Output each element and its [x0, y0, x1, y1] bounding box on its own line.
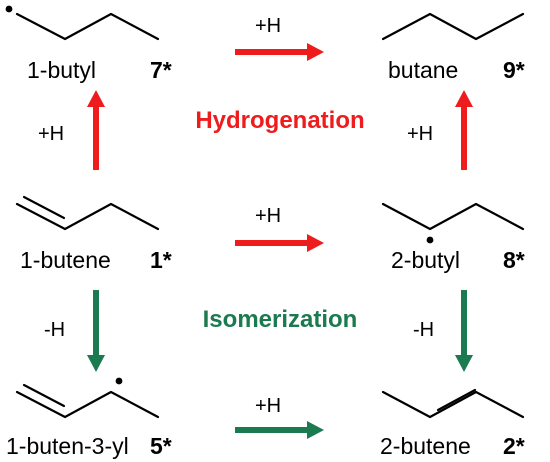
arrow-2-butyl-down-to-2-butene [455, 290, 473, 372]
arrow-1-buten-3-yl-to-2-butene [235, 421, 324, 439]
arrow-2-butyl-up-to-butane [455, 90, 473, 170]
double-bond-2-butene [436, 388, 477, 412]
reaction-label-right-up: +H [407, 123, 433, 145]
molecule-2-butyl [381, 202, 525, 244]
arrow-head [455, 355, 473, 372]
reaction-label-left-down: -H [44, 319, 65, 341]
molecule-1-buten-3-yl [15, 377, 160, 419]
arrow-head [307, 421, 324, 439]
double-bond-1-buten-3-yl [22, 383, 66, 408]
label-2-butyl: 2-butyl [391, 247, 460, 273]
radical-dot-2-butyl [426, 236, 434, 244]
reaction-label-right-down: -H [413, 319, 434, 341]
arrow-1-butene-up-to-1-butyl [87, 90, 105, 170]
skeleton-1-buten-3-yl [15, 390, 160, 419]
id-1-butene: 1* [150, 247, 172, 273]
arrow-head [455, 90, 473, 107]
id-1-buten-3-yl: 5* [150, 433, 172, 459]
molecule-2-butene [381, 388, 525, 419]
skeleton-2-butene [381, 390, 525, 419]
label-butane: butane [388, 57, 458, 83]
arrow-head [87, 90, 105, 107]
arrow-1-butene-to-2-butyl [235, 234, 324, 252]
label-1-butyl: 1-butyl [27, 57, 96, 83]
reaction-label-top: +H [255, 15, 281, 37]
arrow-1-butene-down-to-1-buten-3-yl [87, 290, 105, 372]
skeleton-2-butyl [381, 202, 525, 231]
id-butane: 9* [503, 57, 525, 83]
reaction-label-middle: +H [255, 205, 281, 227]
radical-dot-1-buten-3-yl [115, 377, 123, 385]
reaction-label-bottom: +H [255, 395, 281, 417]
arrow-1-butyl-to-butane [235, 43, 324, 61]
label-1-buten-3-yl: 1-buten-3-yl [6, 433, 129, 459]
id-1-butyl: 7* [150, 57, 172, 83]
label-2-butene: 2-butene [380, 433, 471, 459]
skeleton-1-butyl [15, 12, 160, 41]
reaction-label-left-up: +H [38, 123, 64, 145]
heading-hydrogenation: Hydrogenation [195, 107, 364, 134]
skeleton-1-butene [15, 202, 160, 231]
molecule-1-butene [15, 195, 160, 231]
label-1-butene: 1-butene [20, 247, 111, 273]
double-bond-1-butene [22, 195, 66, 220]
molecule-1-butyl [5, 5, 160, 41]
skeleton-butane [381, 12, 525, 41]
molecule-butane [381, 12, 525, 41]
id-2-butene: 2* [503, 433, 525, 459]
heading-isomerization: Isomerization [203, 306, 358, 333]
radical-dot-1-butyl [5, 5, 13, 13]
arrow-head [307, 43, 324, 61]
arrow-head [87, 355, 105, 372]
arrow-head [307, 234, 324, 252]
id-2-butyl: 8* [503, 247, 525, 273]
